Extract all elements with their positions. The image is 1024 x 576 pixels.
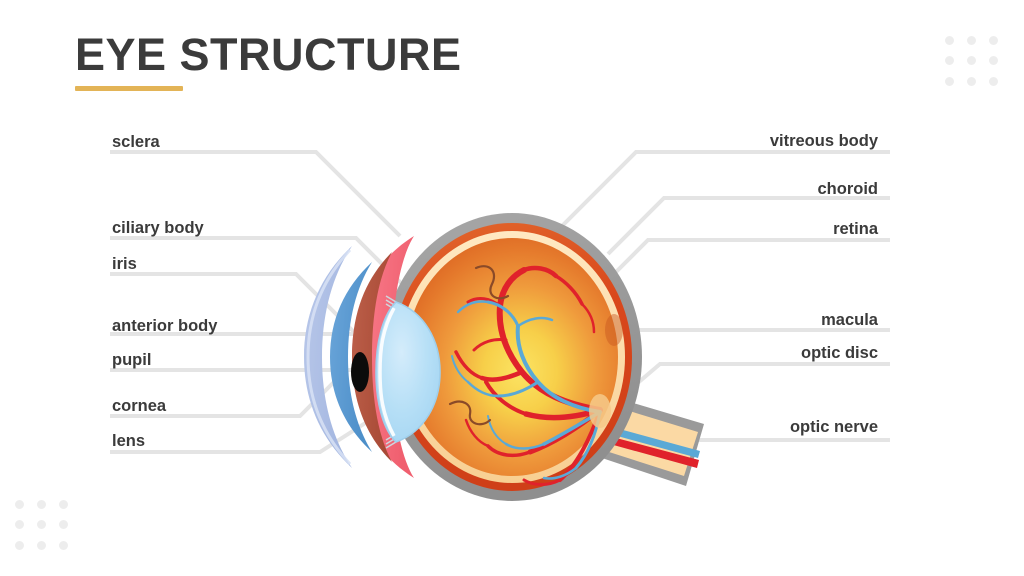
label-choroid: choroid	[817, 180, 879, 198]
decor-dot	[36, 499, 46, 509]
label-optic-nerve: optic nerve	[789, 418, 878, 436]
decor-dot	[36, 541, 46, 551]
decor-dot	[58, 520, 68, 530]
label-vitreous-body: vitreous body	[769, 132, 878, 150]
label-lens: lens	[112, 432, 146, 450]
decor-dot	[988, 56, 998, 66]
decor-dot	[14, 520, 24, 530]
label-pupil: pupil	[112, 351, 152, 369]
decor-dot	[966, 56, 976, 66]
dot-grid-top-right	[938, 30, 1004, 92]
label-macula: macula	[821, 311, 878, 329]
label-iris: iris	[112, 255, 137, 273]
decor-dot	[14, 499, 24, 509]
label-sclera: sclera	[112, 133, 160, 151]
cornea-highlight	[306, 248, 352, 466]
decor-dot	[58, 541, 68, 551]
decor-dot	[36, 520, 46, 530]
decor-dot	[944, 77, 954, 87]
blood-vessels	[448, 265, 603, 486]
decor-dot	[944, 56, 954, 66]
fine-vessels	[448, 265, 510, 426]
label-anterior-body: anterior body	[112, 317, 218, 335]
macula-region	[605, 314, 623, 346]
decor-dot	[14, 541, 24, 551]
dot-grid-bottom-left	[8, 494, 74, 556]
lens-rim-highlight	[378, 307, 396, 437]
page-title: EYE STRUCTURE	[75, 29, 462, 80]
decor-dot	[966, 77, 976, 87]
iris-part	[352, 252, 392, 462]
label-retina: retina	[833, 220, 878, 238]
lens-outline	[375, 301, 441, 443]
anterior-body-part	[330, 262, 372, 452]
decor-dot	[988, 77, 998, 87]
pupil-part	[351, 352, 369, 392]
optic-disc-region	[589, 394, 611, 428]
decor-dot	[58, 499, 68, 509]
decor-dot	[944, 35, 954, 45]
optic-nerve-vein	[599, 424, 700, 458]
lens-part	[376, 302, 440, 442]
optic-nerve-artery	[599, 434, 699, 468]
cornea-part	[304, 246, 352, 468]
label-cornea: cornea	[112, 397, 167, 415]
label-ciliary-body: ciliary body	[112, 219, 204, 237]
decor-dot	[988, 35, 998, 45]
label-optic-disc: optic disc	[800, 344, 878, 362]
title-underline	[75, 86, 183, 91]
decor-dot	[966, 35, 976, 45]
